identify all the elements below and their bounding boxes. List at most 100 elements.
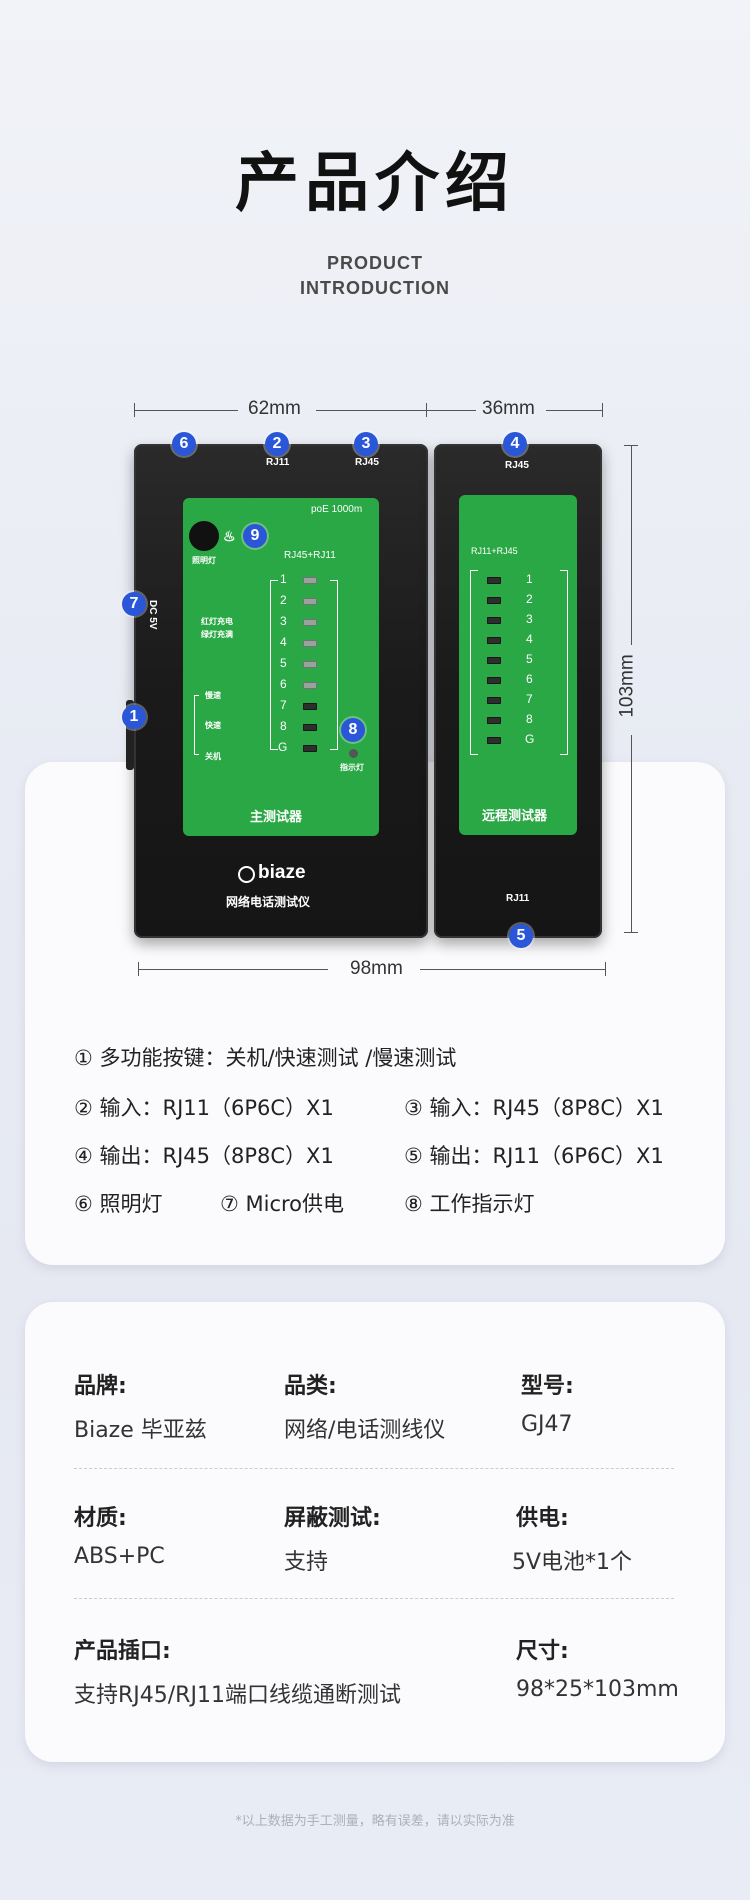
speed-fast-label: 快速	[205, 721, 221, 730]
callout-badge-3: 3	[354, 432, 378, 456]
main-led	[303, 682, 317, 689]
callout-badge-9: 9	[243, 524, 267, 548]
remote-led	[487, 617, 501, 624]
light-label: 照明灯	[192, 556, 216, 565]
spec-category-value: 网络/电话测线仪	[284, 1418, 446, 1443]
brand-logo-text: biaze	[258, 862, 306, 883]
main-led	[303, 577, 317, 584]
remote-led	[487, 717, 501, 724]
main-pin-label: 4	[280, 635, 287, 649]
callout-badge-5: 5	[509, 924, 533, 948]
feature-1: ① 多功能按键：关机/快速测试 /慢速测试	[74, 1046, 457, 1070]
remote-led	[487, 577, 501, 584]
spec-category-label: 品类:	[284, 1374, 337, 1399]
main-pin-label: 7	[280, 698, 287, 712]
feature-6: ⑥ 照明灯	[74, 1192, 163, 1216]
charge-note-red: 红灯充电	[201, 617, 233, 626]
feature-5: ⑤ 输出：RJ11（6P6C）X1	[404, 1144, 664, 1168]
main-screen-name: 主测试器	[250, 809, 303, 824]
page-title: 产品介绍	[235, 147, 515, 221]
remote-pin-label: 7	[526, 692, 533, 706]
remote-pin-label: 2	[526, 592, 533, 606]
spec-material-value: ABS+PC	[74, 1544, 165, 1569]
indicator-label: 指示灯	[340, 763, 364, 772]
remote-screen-name: 远程测试器	[482, 808, 548, 823]
remote-led	[487, 657, 501, 664]
feature-8: ⑧ 工作指示灯	[404, 1192, 535, 1216]
spec-size-value: 98*25*103mm	[516, 1677, 679, 1702]
main-pin-label: 5	[280, 656, 287, 670]
main-mode-label: RJ45+RJ11	[284, 550, 336, 561]
feature-7: ⑦ Micro供电	[220, 1192, 345, 1216]
remote-port-rj45-label: RJ45	[505, 460, 529, 471]
total-width-label: 98mm	[350, 958, 403, 979]
flashlight-icon: ♨	[223, 528, 236, 544]
poe-label: poE 1000m	[311, 504, 363, 515]
spec-brand-label: 品牌:	[74, 1374, 127, 1399]
feature-2: ② 输入：RJ11（6P6C）X1	[74, 1096, 334, 1120]
charge-note-green: 绿灯充满	[201, 630, 233, 639]
callout-badge-4: 4	[503, 432, 527, 456]
remote-led	[487, 637, 501, 644]
remote-mode-label: RJ11+RJ45	[471, 546, 518, 556]
feature-3: ③ 输入：RJ45（8P8C）X1	[404, 1096, 664, 1120]
main-port-rj11-label: RJ11	[266, 457, 290, 468]
product-name: 网络电话测试仪	[226, 895, 311, 909]
main-led	[303, 745, 317, 752]
main-led	[303, 598, 317, 605]
callout-badge-2: 2	[265, 432, 289, 456]
feature-4: ④ 输出：RJ45（8P8C）X1	[74, 1144, 334, 1168]
power-off-label: 关机	[205, 752, 221, 761]
spec-power-label: 供电:	[516, 1506, 569, 1531]
remote-led	[487, 737, 501, 744]
main-pin-label: G	[278, 740, 288, 754]
height-label: 103mm	[616, 654, 638, 718]
remote-width-label: 36mm	[482, 398, 535, 419]
main-pin-label: 8	[280, 719, 287, 733]
remote-pin-label: 3	[526, 612, 533, 626]
spec-ports-label: 产品插口:	[74, 1639, 171, 1664]
spec-model-value: GJ47	[521, 1412, 573, 1437]
remote-pin-label: G	[525, 732, 535, 746]
footer-disclaimer: *以上数据为手工测量，略有误差，请以实际为准	[235, 1814, 515, 1829]
remote-led	[487, 597, 501, 604]
spec-ports-value: 支持RJ45/RJ11端口线缆通断测试	[74, 1683, 401, 1708]
main-screen	[183, 498, 379, 836]
remote-pin-label: 4	[526, 632, 533, 646]
remote-screen	[459, 495, 577, 835]
main-led	[303, 640, 317, 647]
brand-logo-icon	[238, 866, 255, 883]
main-pin-label: 3	[280, 614, 287, 628]
remote-pin-label: 1	[526, 572, 533, 586]
callout-badge-8: 8	[341, 718, 365, 742]
remote-pin-label: 8	[526, 712, 533, 726]
spec-model-label: 型号:	[521, 1374, 574, 1399]
remote-pin-label: 5	[526, 652, 533, 666]
main-pin-label: 1	[280, 572, 287, 586]
main-led	[303, 619, 317, 626]
spec-divider	[74, 1468, 674, 1469]
remote-led	[487, 677, 501, 684]
spec-brand-value: Biaze 毕亚兹	[74, 1418, 207, 1443]
spec-shield-label: 屏蔽测试:	[284, 1506, 381, 1531]
remote-led	[487, 697, 501, 704]
spec-size-label: 尺寸:	[516, 1639, 569, 1664]
dc-label: DC 5V	[147, 600, 158, 630]
indicator-light	[349, 749, 358, 758]
callout-badge-6: 6	[172, 432, 196, 456]
spec-material-label: 材质:	[74, 1506, 127, 1531]
spec-power-value: 5V电池*1个	[512, 1550, 633, 1575]
main-led	[303, 724, 317, 731]
callout-badge-1: 1	[122, 705, 146, 729]
remote-pin-label: 6	[526, 672, 533, 686]
main-pin-label: 2	[280, 593, 287, 607]
multifunction-switch[interactable]	[126, 700, 134, 770]
light-button[interactable]	[189, 521, 219, 551]
main-width-label: 62mm	[248, 398, 301, 419]
callout-badge-7: 7	[122, 592, 146, 616]
main-led	[303, 661, 317, 668]
speed-slow-label: 慢速	[205, 691, 221, 700]
subtitle-line-1: PRODUCT	[327, 253, 423, 273]
subtitle-line-2: INTRODUCTION	[300, 278, 450, 298]
main-port-rj45-label: RJ45	[355, 457, 379, 468]
